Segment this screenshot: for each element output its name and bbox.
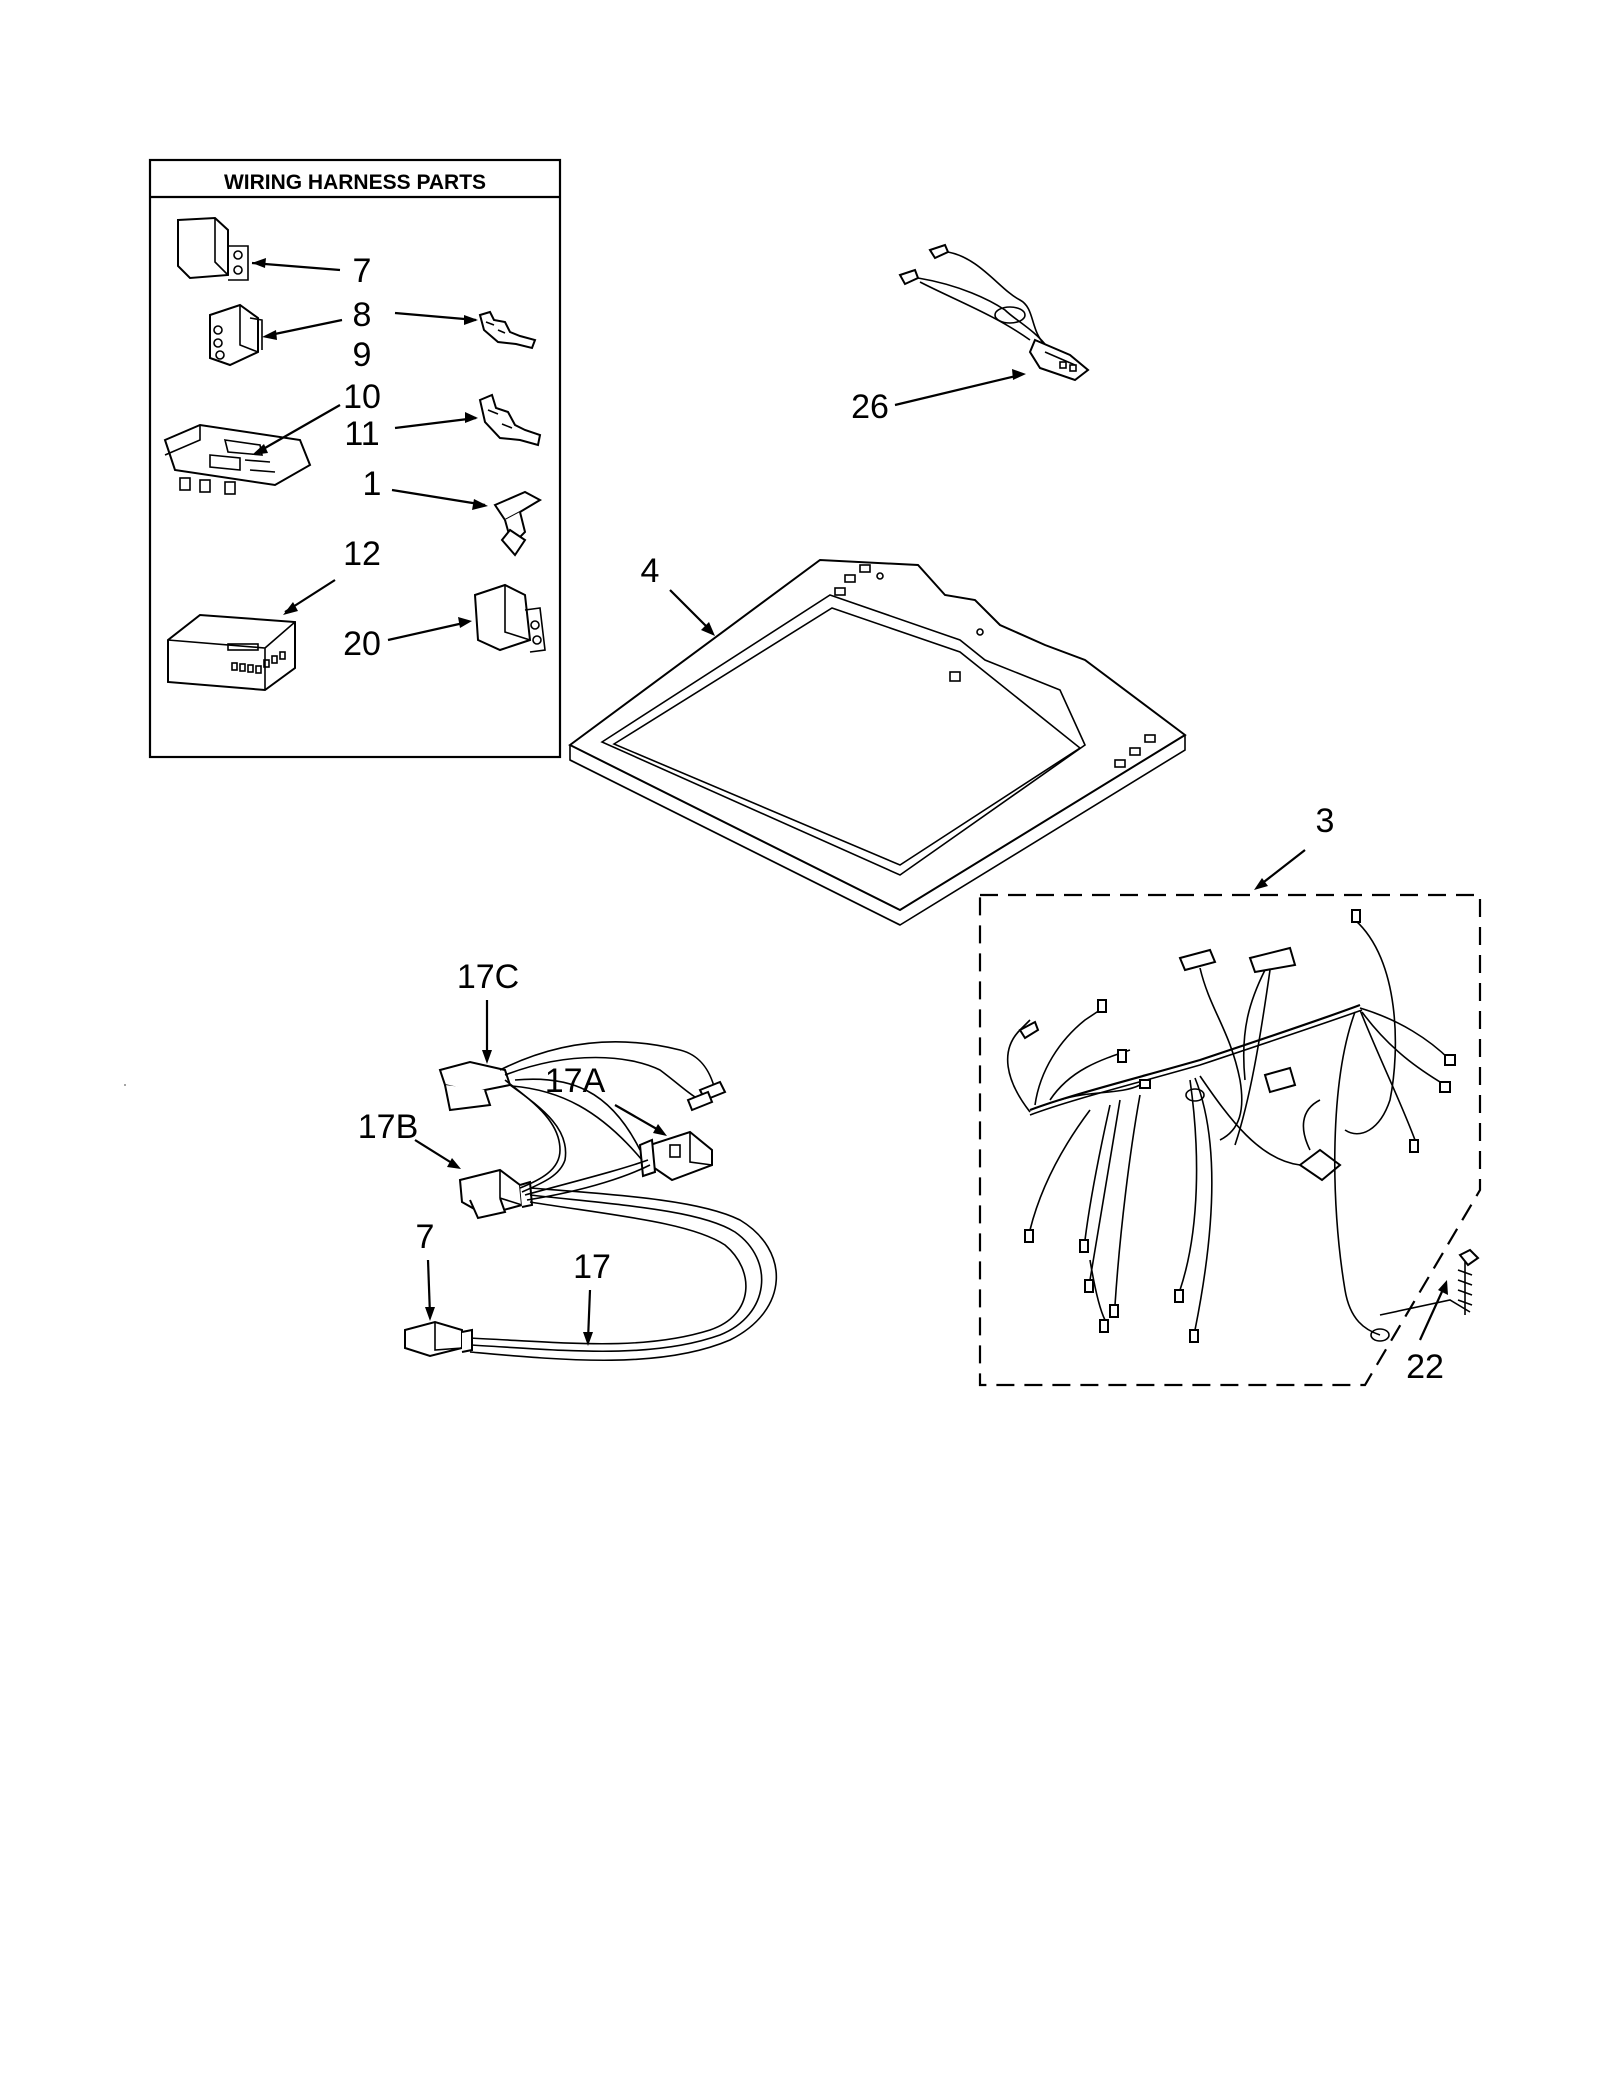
label-8: 8 — [353, 296, 372, 334]
wiring-harness-parts-box: WIRING HARNESS PARTS — [148, 158, 562, 759]
part-10-connector-drawing — [163, 423, 312, 495]
label-7-inset: 7 — [353, 252, 372, 290]
leader-11 — [394, 416, 477, 430]
label-12: 12 — [343, 535, 381, 573]
label-3: 3 — [1316, 802, 1335, 840]
leader-7-inset — [251, 261, 341, 272]
leader-1 — [391, 488, 486, 507]
label-20: 20 — [343, 625, 381, 663]
part-20-connector-drawing — [473, 583, 546, 653]
label-26: 26 — [851, 388, 889, 426]
label-17b: 17B — [358, 1108, 419, 1146]
label-17: 17 — [573, 1248, 611, 1286]
leader-20 — [387, 620, 469, 642]
label-9: 9 — [353, 336, 372, 374]
part-1-clip-drawing — [493, 490, 543, 557]
leader-17 — [586, 1289, 592, 1341]
part-7-connector-drawing — [177, 216, 249, 281]
leader-8 — [394, 311, 477, 322]
part-4-top-panel-drawing — [568, 558, 1187, 926]
inset-border — [148, 158, 562, 759]
inset-title: WIRING HARNESS PARTS — [224, 171, 486, 194]
leader-3 — [1259, 849, 1306, 886]
stray-mark — [124, 1084, 126, 1086]
part-8-terminal-drawing — [478, 310, 537, 350]
leader-9 — [269, 318, 343, 337]
label-10: 10 — [343, 378, 381, 416]
leader-26 — [894, 373, 1021, 407]
label-7-main: 7 — [416, 1218, 435, 1256]
label-4: 4 — [641, 552, 660, 590]
part-26-harness-drawing — [898, 243, 1090, 382]
part-11-terminal-drawing — [478, 393, 542, 447]
leader-17a — [614, 1104, 663, 1133]
label-1: 1 — [363, 465, 382, 503]
part-9-connector-drawing — [209, 303, 263, 367]
label-11: 11 — [344, 415, 379, 453]
label-17a: 17A — [545, 1062, 606, 1100]
part-12-block-drawing — [167, 613, 296, 692]
part-3-main-harness-drawing — [978, 893, 1482, 1387]
part-17-harness-drawing — [404, 1041, 778, 1362]
leader-4 — [669, 589, 711, 631]
leader-7-main — [426, 1259, 432, 1316]
label-22: 22 — [1406, 1348, 1444, 1386]
label-17c: 17C — [457, 958, 519, 996]
leader-17b — [414, 1139, 456, 1166]
leader-10 — [257, 404, 341, 453]
leader-22 — [1418, 1284, 1447, 1341]
